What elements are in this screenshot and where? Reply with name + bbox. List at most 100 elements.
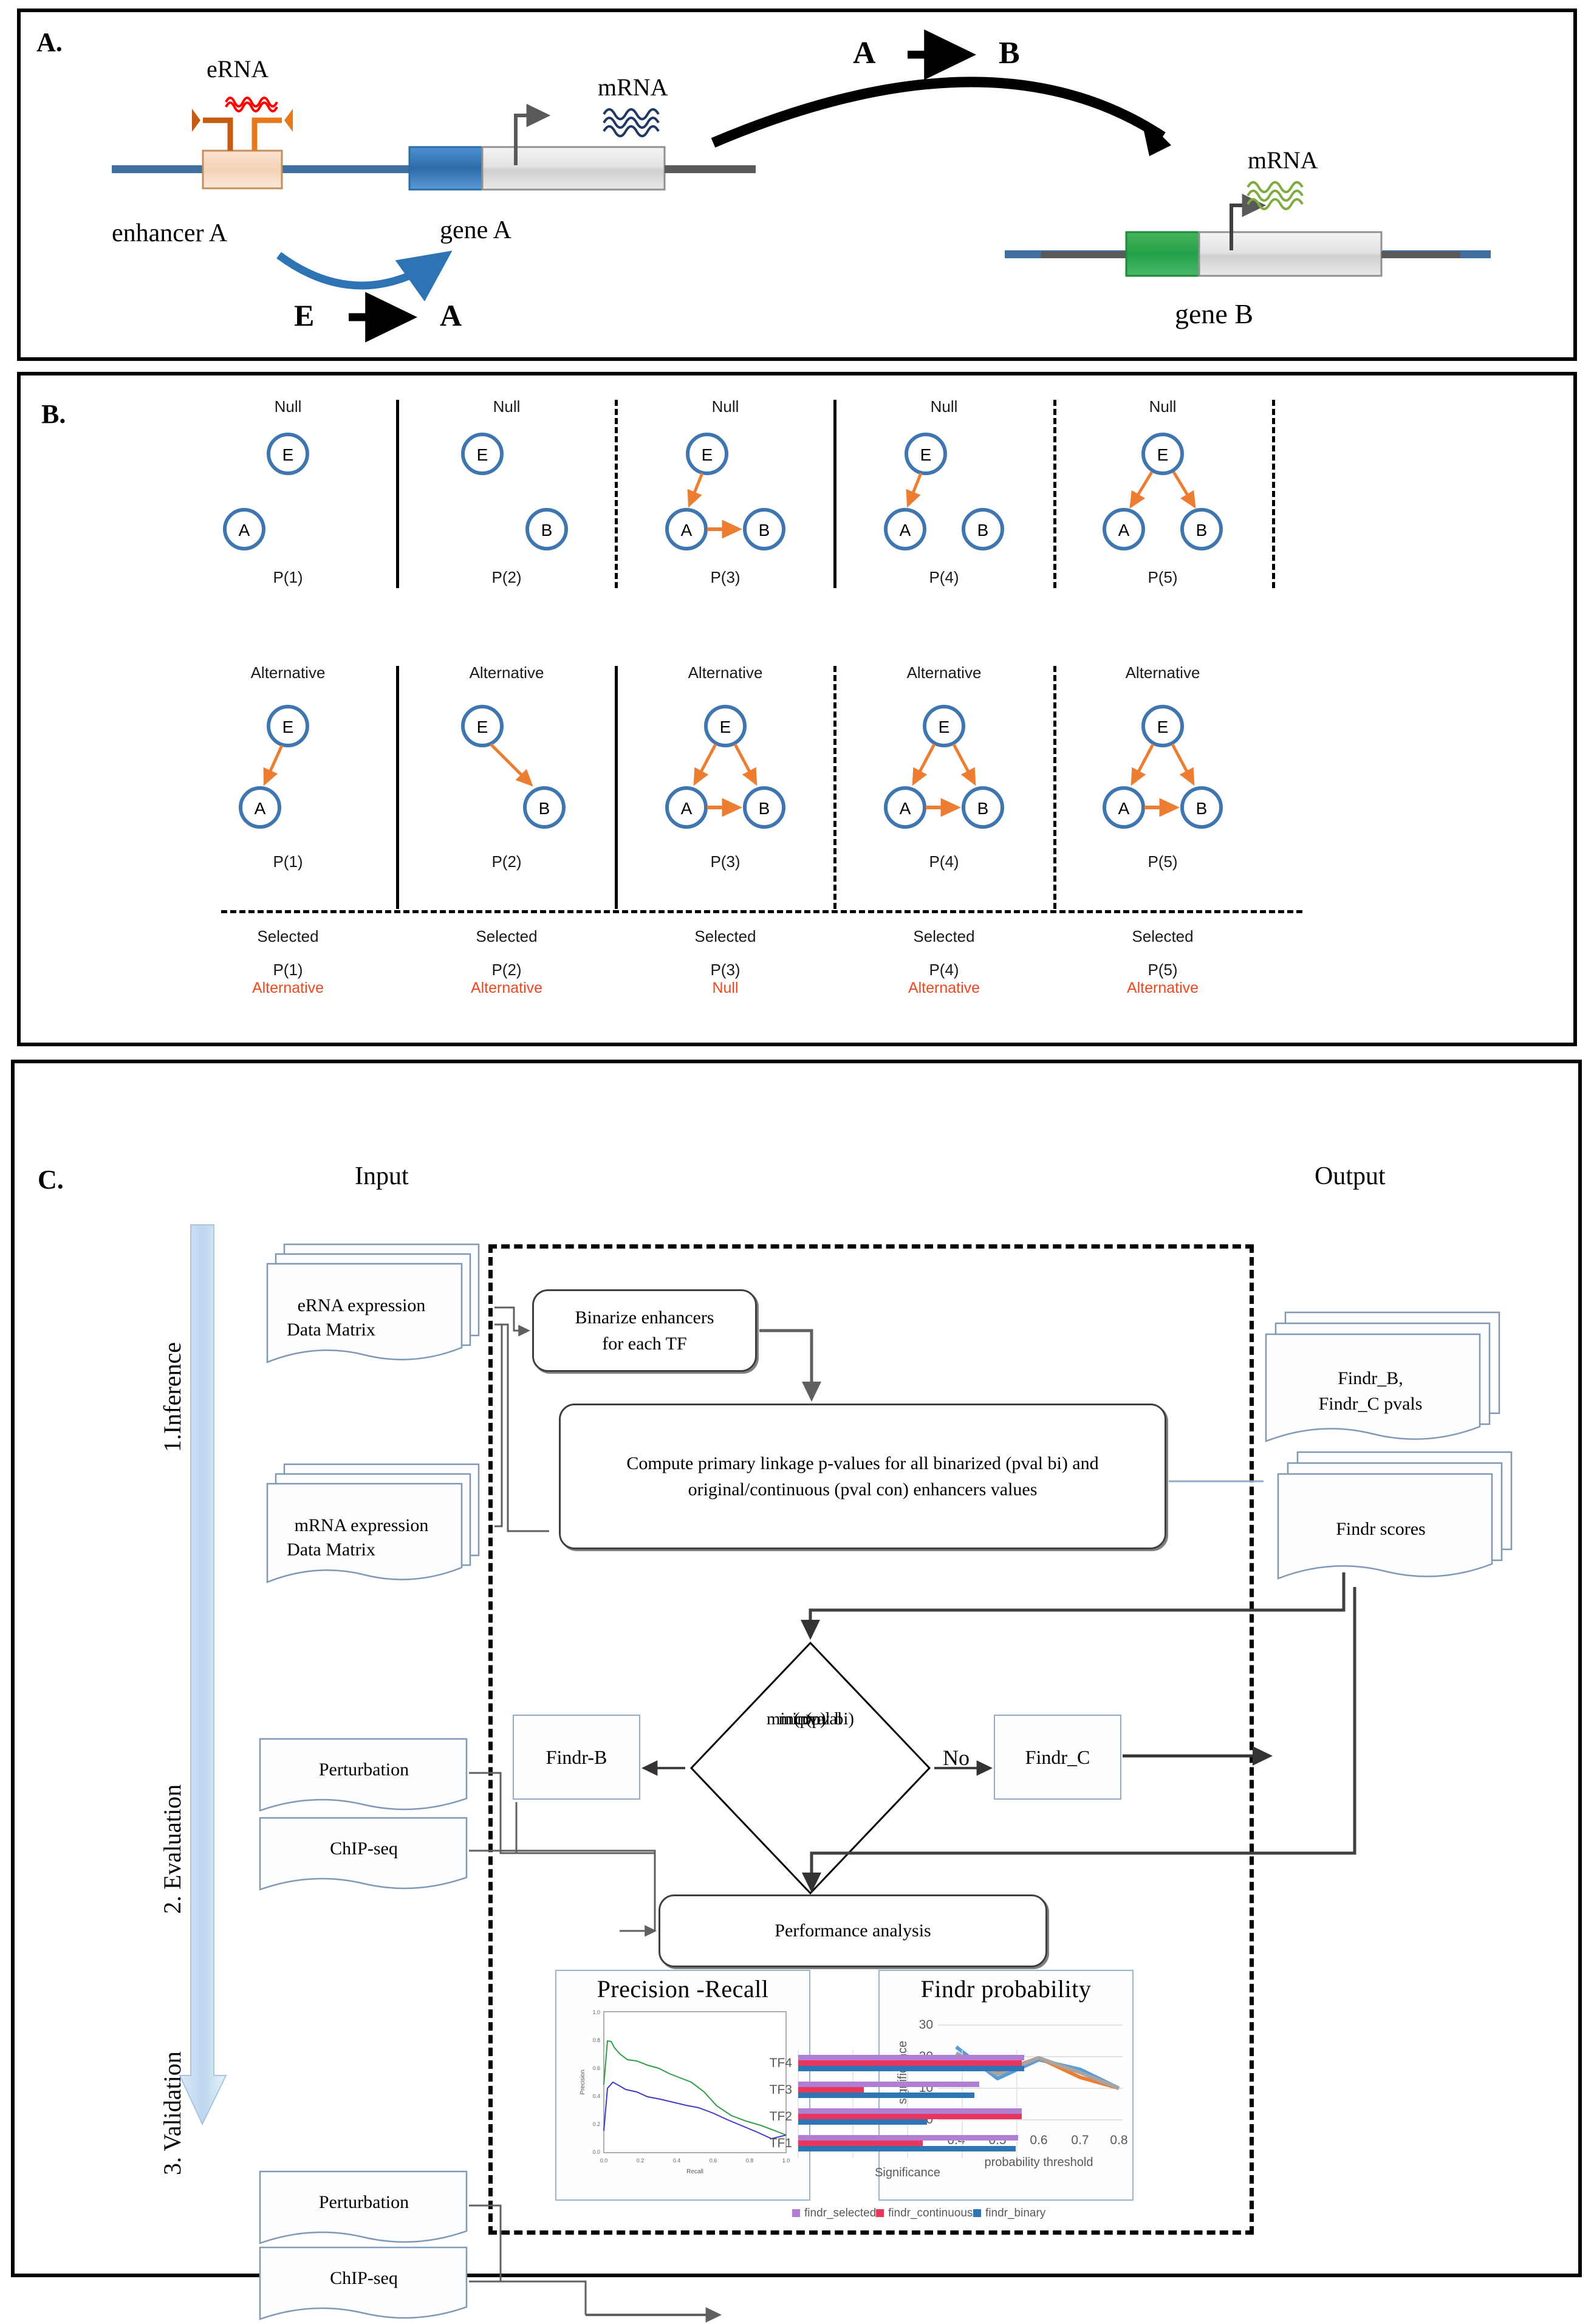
- doc-icon: [259, 2170, 468, 2244]
- svg-text:A: A: [239, 521, 250, 540]
- doc-stack-icon: [266, 1463, 480, 1583]
- enhancer-a-label: enhancer A: [112, 219, 228, 247]
- selected-title-3: Selected: [694, 927, 756, 945]
- alt-title-3: Alternative: [688, 663, 763, 682]
- panel-b-label: B.: [41, 399, 66, 429]
- svg-text:B: B: [539, 799, 550, 818]
- output-pvals-doc: Findr_B, Findr_C pvals: [1261, 1306, 1516, 1452]
- alt-p-1: P(1): [273, 852, 303, 871]
- input-mrna-label-2: Data Matrix: [287, 1540, 375, 1560]
- selected-value-5: Alternative: [1126, 979, 1199, 996]
- output-pvals-line-2: Findr_C pvals: [1318, 1394, 1423, 1414]
- alt-col-2: Alternative E B P(2): [409, 663, 604, 871]
- input-header: Input: [355, 1162, 409, 1190]
- validation-legend: findr_selected findr_continuous findr_bi…: [792, 2207, 1046, 2219]
- gene-b-label: gene B: [1175, 298, 1254, 329]
- doc-icon: [259, 1738, 468, 1812]
- selected-value-1: Alternative: [251, 979, 324, 996]
- svg-text:E: E: [1157, 718, 1169, 736]
- compute-pvalues-text: Compute primary linkage p-values for all…: [626, 1453, 1099, 1500]
- findr-b-box: Findr-B: [513, 1715, 640, 1800]
- validation-xlabel: Significance: [875, 2166, 940, 2179]
- alt-p-4: P(4): [929, 852, 959, 871]
- selected-value-3: Null: [712, 979, 739, 996]
- decision-diamond: [689, 1641, 931, 1895]
- panel-a: A.: [17, 9, 1577, 361]
- graph-alt-3: E A B: [665, 705, 785, 829]
- svg-text:B: B: [1196, 521, 1208, 540]
- output-header: Output: [1315, 1162, 1386, 1190]
- precision-recall-plot: 1.0 0.8 0.6 0.4 0.2 0.0 0.0 0.2 0.4 0.6 …: [580, 2009, 790, 2175]
- doc-icon: [259, 1817, 468, 1891]
- alt-title-5: Alternative: [1125, 663, 1200, 682]
- selected-p-3: P(3): [710, 961, 741, 979]
- svg-text:B: B: [541, 521, 553, 540]
- svg-text:B: B: [977, 799, 989, 818]
- alt-p-2: P(2): [491, 852, 522, 871]
- svg-text:0.2: 0.2: [637, 2158, 645, 2164]
- null-title-2: Null: [493, 397, 521, 416]
- doc-stack-icon: [1277, 1451, 1513, 1580]
- divider-dashed-5: [1272, 400, 1275, 588]
- selected-col-3: Selected P(3) Null: [628, 927, 823, 997]
- svg-text:E: E: [282, 718, 294, 736]
- svg-text:A: A: [1118, 521, 1130, 540]
- legend-findr-binary: findr_binary: [985, 2207, 1046, 2219]
- svg-text:0.4: 0.4: [673, 2158, 681, 2164]
- svg-text:E: E: [1157, 445, 1169, 464]
- decision-line-2: >: [805, 1709, 816, 1729]
- mrna-label-geneA: mRNA: [598, 74, 668, 101]
- pipeline-boundary: [488, 1244, 1254, 2235]
- svg-text:1.0: 1.0: [782, 2158, 790, 2164]
- bar-cat-tf4: TF4: [770, 2056, 793, 2070]
- graph-null-1: E A: [223, 433, 309, 550]
- output-findr-scores-doc: Findr scores: [1273, 1446, 1528, 1586]
- input-erna-doc: eRNA expression Data Matrix: [264, 1238, 494, 1372]
- selected-p-4: P(4): [929, 961, 959, 979]
- svg-text:0.8: 0.8: [746, 2158, 754, 2164]
- graph-null-3: E A B: [665, 433, 785, 550]
- svg-text:A: A: [1118, 799, 1130, 818]
- null-col-4: Null E A B P(4): [847, 397, 1041, 587]
- svg-text:1.0: 1.0: [592, 2009, 600, 2015]
- divider-dashed-4: [1053, 400, 1056, 588]
- svg-text:0.0: 0.0: [592, 2149, 600, 2155]
- input-mrna-doc: mRNA expression Data Matrix: [264, 1458, 494, 1592]
- divider-alt-dashed-4: [1053, 666, 1056, 909]
- selected-p-1: P(1): [273, 961, 303, 979]
- svg-text:A: A: [900, 799, 911, 818]
- eval-chipseq-label: ChIP-seq: [330, 1839, 398, 1859]
- selected-title-5: Selected: [1132, 927, 1194, 945]
- svg-text:E: E: [702, 445, 713, 464]
- null-col-1: Null E A P(1): [191, 397, 385, 587]
- valid-chipseq-label: ChIP-seq: [330, 2268, 398, 2288]
- svg-text:0.6: 0.6: [592, 2065, 600, 2071]
- selected-col-1: Selected P(1) Alternative: [191, 927, 385, 997]
- doc-stack-icon: [266, 1243, 480, 1363]
- input-mrna-label-1: mRNA expression: [294, 1515, 429, 1535]
- svg-text:A: A: [900, 521, 911, 540]
- findr-probability-plot: 30 20 10 0 significance 0.4 0.5 0.6 0.7 …: [896, 2018, 1128, 2169]
- svg-text:0.7: 0.7: [1071, 2133, 1089, 2147]
- null-title-4: Null: [930, 397, 958, 416]
- precision-recall-xlabel: Recall: [686, 2168, 703, 2175]
- divider-solid-1: [396, 400, 399, 588]
- selected-value-2: Alternative: [470, 979, 543, 996]
- relation-e-source: E: [294, 298, 315, 332]
- graph-null-5: E A B: [1103, 433, 1223, 550]
- legend-findr-continuous: findr_continuous: [888, 2207, 973, 2219]
- legend-findr-selected: findr_selected: [804, 2207, 876, 2219]
- decision-line-1: min(pval bi): [766, 1709, 855, 1729]
- precision-recall-title: Precision -Recall: [597, 1975, 769, 2003]
- gene-a-label: gene A: [440, 216, 511, 244]
- divider-dashed-2: [615, 400, 618, 588]
- panel-c-label: C.: [38, 1165, 64, 1195]
- findr-c-label: Findr_C: [1025, 1746, 1090, 1768]
- findr-b-label: Findr-B: [546, 1746, 607, 1768]
- svg-text:A: A: [681, 521, 693, 540]
- bar-cat-tf1: TF1: [770, 2136, 792, 2150]
- graph-alt-2: E B: [461, 705, 566, 829]
- validation-bar-chart: TF4 TF3 TF2 TF1 Significance: [701, 2041, 1078, 2248]
- eval-perturbation-doc: Perturbation: [258, 1736, 470, 1815]
- null-p-1: P(1): [273, 568, 303, 586]
